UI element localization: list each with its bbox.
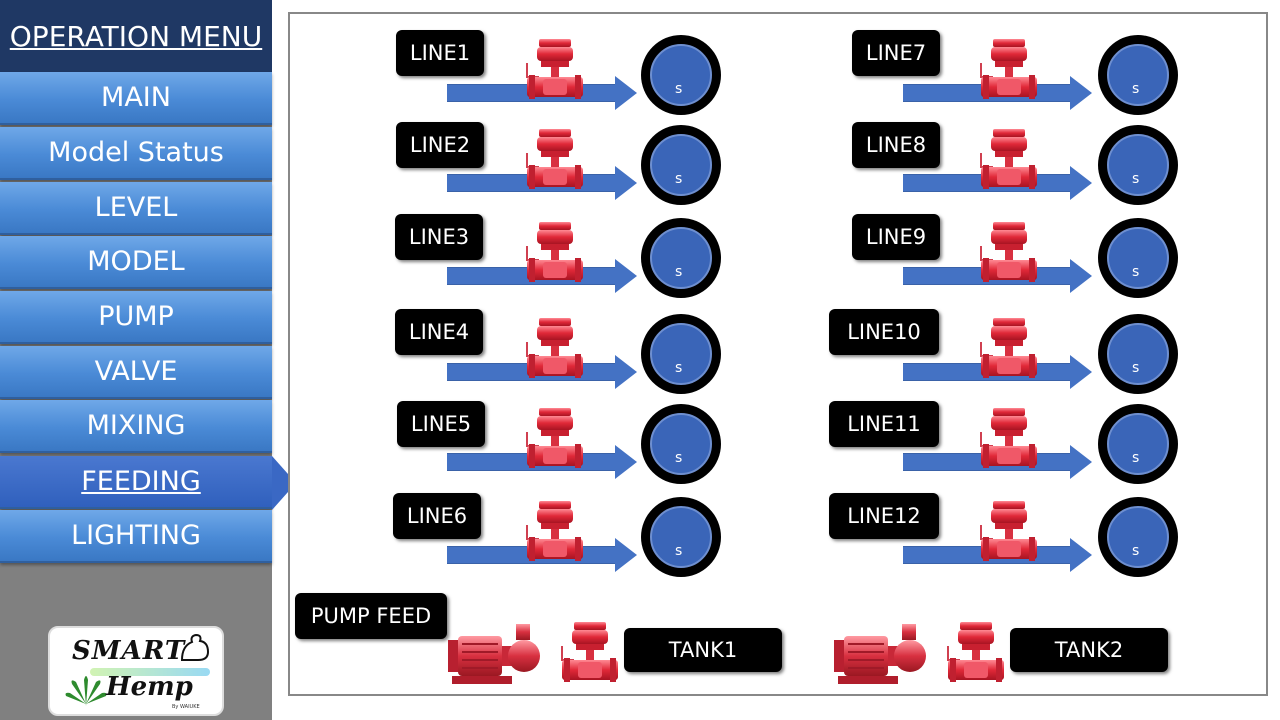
line3-timer-display[interactable]: s xyxy=(641,218,721,298)
hemp-leaf-icon xyxy=(65,676,107,706)
line10-timer-face xyxy=(1107,323,1169,385)
line2-timer-unit: s xyxy=(675,171,683,187)
line11-timer-display[interactable]: s xyxy=(1098,404,1178,484)
line11-timer-face xyxy=(1107,413,1169,475)
menu-item-main[interactable]: MAIN xyxy=(0,72,272,125)
pump-feed-label: PUMP FEED xyxy=(295,593,447,639)
tank1-pump-motor-icon[interactable] xyxy=(446,622,542,686)
line8-timer-unit: s xyxy=(1132,171,1140,187)
line7-timer-unit: s xyxy=(1132,81,1140,97)
line2-valve-icon[interactable] xyxy=(525,127,585,191)
menu-item-pump[interactable]: PUMP xyxy=(0,291,272,344)
line3-valve-icon[interactable] xyxy=(525,220,585,284)
line4-valve-icon[interactable] xyxy=(525,316,585,380)
menu-item-lighting[interactable]: LIGHTING xyxy=(0,510,272,563)
line8-valve-icon[interactable] xyxy=(979,127,1039,191)
line7-timer-face xyxy=(1107,44,1169,106)
line9-label: LINE9 xyxy=(852,214,940,260)
logo-text-hemp: Hemp xyxy=(106,672,193,702)
smart-hemp-logo: SMART Hemp By WAIUKE xyxy=(48,626,224,716)
tank2-valve-icon[interactable] xyxy=(946,620,1006,684)
line5-timer-face xyxy=(650,413,712,475)
line8-label: LINE8 xyxy=(852,122,940,168)
line6-flow-arrow xyxy=(615,538,637,572)
logo-byline: By WAIUKE xyxy=(172,704,200,710)
line4-timer-unit: s xyxy=(675,360,683,376)
line9-valve-icon[interactable] xyxy=(979,220,1039,284)
line6-label: LINE6 xyxy=(393,493,481,539)
tank1-valve-icon[interactable] xyxy=(560,620,620,684)
line3-timer-unit: s xyxy=(675,264,683,280)
line12-valve-icon[interactable] xyxy=(979,499,1039,563)
line11-valve-icon[interactable] xyxy=(979,406,1039,470)
line6-timer-face xyxy=(650,506,712,568)
line4-timer-face xyxy=(650,323,712,385)
sidebar: OPERATION MENU MAIN Model Status LEVEL M… xyxy=(0,0,272,720)
menu-item-valve[interactable]: VALVE xyxy=(0,346,272,399)
line5-timer-unit: s xyxy=(675,450,683,466)
menu-item-model-status[interactable]: Model Status xyxy=(0,127,272,180)
line10-timer-display[interactable]: s xyxy=(1098,314,1178,394)
menu-title: OPERATION MENU xyxy=(0,0,272,72)
logo-swoosh xyxy=(90,668,210,676)
line2-timer-face xyxy=(650,134,712,196)
line5-flow-arrow xyxy=(615,445,637,479)
line8-timer-face xyxy=(1107,134,1169,196)
line12-timer-face xyxy=(1107,506,1169,568)
line1-timer-display[interactable]: s xyxy=(641,35,721,115)
line1-timer-unit: s xyxy=(675,81,683,97)
line10-flow-arrow xyxy=(1070,355,1092,389)
line10-timer-unit: s xyxy=(1132,360,1140,376)
line1-flow-arrow xyxy=(615,76,637,110)
menu-item-level[interactable]: LEVEL xyxy=(0,182,272,235)
line9-flow-arrow xyxy=(1070,259,1092,293)
logo-text-smart: SMART xyxy=(72,636,186,666)
line6-valve-icon[interactable] xyxy=(525,499,585,563)
line11-flow-arrow xyxy=(1070,445,1092,479)
line8-timer-display[interactable]: s xyxy=(1098,125,1178,205)
line6-timer-display[interactable]: s xyxy=(641,497,721,577)
menu-item-feeding[interactable]: FEEDING xyxy=(0,456,272,509)
line9-timer-unit: s xyxy=(1132,264,1140,280)
line10-label: LINE10 xyxy=(829,309,939,355)
line10-valve-icon[interactable] xyxy=(979,316,1039,380)
line4-timer-display[interactable]: s xyxy=(641,314,721,394)
tank2-button[interactable]: TANK2 xyxy=(1010,628,1168,672)
menu-item-mixing[interactable]: MIXING xyxy=(0,400,272,453)
tank2-pump-motor-icon[interactable] xyxy=(832,622,928,686)
line2-flow-arrow xyxy=(615,166,637,200)
line7-label: LINE7 xyxy=(852,30,940,76)
line7-flow-arrow xyxy=(1070,76,1092,110)
line4-flow-arrow xyxy=(615,355,637,389)
line1-timer-face xyxy=(650,44,712,106)
flexed-arm-icon xyxy=(180,633,210,661)
line5-label: LINE5 xyxy=(397,401,485,447)
line12-label: LINE12 xyxy=(829,493,939,539)
line12-timer-display[interactable]: s xyxy=(1098,497,1178,577)
tank1-button[interactable]: TANK1 xyxy=(624,628,782,672)
line4-label: LINE4 xyxy=(395,309,483,355)
line2-label: LINE2 xyxy=(396,122,484,168)
menu-item-model[interactable]: MODEL xyxy=(0,236,272,289)
line9-timer-face xyxy=(1107,227,1169,289)
line2-timer-display[interactable]: s xyxy=(641,125,721,205)
line6-timer-unit: s xyxy=(675,543,683,559)
line9-timer-display[interactable]: s xyxy=(1098,218,1178,298)
line1-label: LINE1 xyxy=(396,30,484,76)
line8-flow-arrow xyxy=(1070,166,1092,200)
line11-timer-unit: s xyxy=(1132,450,1140,466)
line5-timer-display[interactable]: s xyxy=(641,404,721,484)
line3-timer-face xyxy=(650,227,712,289)
line7-valve-icon[interactable] xyxy=(979,37,1039,101)
line7-timer-display[interactable]: s xyxy=(1098,35,1178,115)
line1-valve-icon[interactable] xyxy=(525,37,585,101)
line5-valve-icon[interactable] xyxy=(525,406,585,470)
line12-flow-arrow xyxy=(1070,538,1092,572)
line3-flow-arrow xyxy=(615,259,637,293)
line12-timer-unit: s xyxy=(1132,543,1140,559)
line3-label: LINE3 xyxy=(395,214,483,260)
line11-label: LINE11 xyxy=(829,401,939,447)
